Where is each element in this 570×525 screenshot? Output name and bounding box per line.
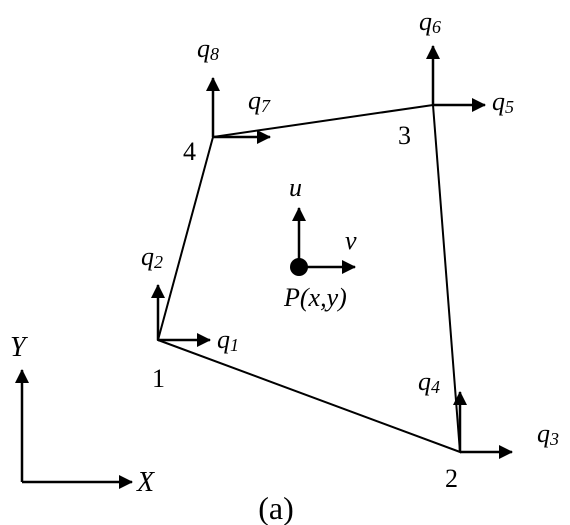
- figure-caption: (a): [258, 490, 294, 525]
- q4-label: q4: [418, 367, 440, 397]
- q1-label: q1: [217, 325, 239, 355]
- x-axis-label: X: [136, 467, 155, 498]
- q6-label: q6: [419, 7, 441, 37]
- q7-label: q7: [248, 86, 271, 116]
- node-1-label: 1: [152, 364, 165, 393]
- y-axis-label: Y: [10, 332, 29, 363]
- u-label: u: [289, 173, 302, 202]
- element-outline: [156, 103, 462, 454]
- node-4-label: 4: [183, 137, 196, 166]
- node-2-label: 2: [445, 464, 458, 493]
- point-p-label: P(x,y): [283, 283, 347, 312]
- q2-label: q2: [141, 242, 163, 272]
- q5-label: q5: [492, 87, 514, 117]
- node-3-label: 3: [398, 121, 411, 150]
- q3-label: q3: [537, 419, 559, 449]
- point-p-dot: [290, 258, 308, 276]
- v-label: v: [345, 226, 357, 255]
- q8-label: q8: [197, 34, 219, 64]
